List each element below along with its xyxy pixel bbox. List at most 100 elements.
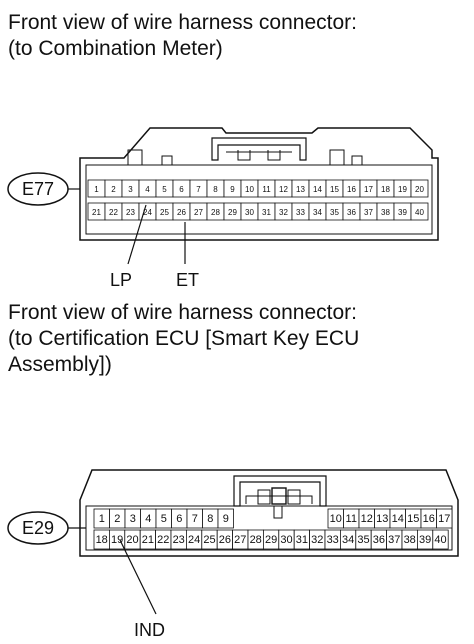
- pin-number: 1: [94, 185, 99, 194]
- pin-number: 17: [364, 185, 373, 194]
- pin-number: 26: [177, 208, 186, 217]
- pin-number: 21: [92, 208, 101, 217]
- pin-number: 2: [111, 185, 116, 194]
- connector-e29: [79, 469, 459, 557]
- pin-number: 31: [262, 208, 271, 217]
- signal-label-lp: LP: [110, 270, 132, 290]
- pin-number: 15: [407, 513, 419, 525]
- pin-number: 37: [388, 534, 400, 546]
- connector-e29-key: [287, 489, 301, 505]
- pin-number: 28: [250, 534, 262, 546]
- pin-number: 31: [296, 534, 308, 546]
- pin-number: 29: [228, 208, 237, 217]
- signal-label-ind: IND: [134, 620, 165, 640]
- pin-number: 16: [423, 513, 435, 525]
- pin-number: 20: [415, 185, 424, 194]
- caption-connector-e29: Front view of wire harness connector: (t…: [8, 300, 359, 378]
- connector-e77: [79, 127, 439, 241]
- pin-number: 9: [223, 513, 229, 525]
- connector-e77-tag: E77: [7, 172, 69, 206]
- pin-number: 12: [279, 185, 288, 194]
- pin-number: 3: [128, 185, 133, 194]
- pin-cell: [410, 179, 429, 198]
- pin-cell: [436, 508, 453, 529]
- pin-number: 15: [330, 185, 339, 194]
- pin-number: 34: [342, 534, 354, 546]
- pin-number: 2: [114, 513, 120, 525]
- pin-number: 36: [347, 208, 356, 217]
- pin-number: 28: [211, 208, 220, 217]
- connector-e77-id: E77: [22, 179, 54, 199]
- connector-e77-inner-frame: [85, 164, 433, 235]
- connector-e29-latch: [233, 475, 327, 507]
- pin-number: 24: [143, 208, 152, 217]
- pin-number: 17: [438, 513, 450, 525]
- pin-number: 26: [219, 534, 231, 546]
- pin-number: 1: [99, 513, 105, 525]
- pin-number: 25: [203, 534, 215, 546]
- pin-number: 23: [126, 208, 135, 217]
- pin-number: 38: [404, 534, 416, 546]
- pin-number: 18: [381, 185, 390, 194]
- pin-number: 33: [327, 534, 339, 546]
- pin-number: 11: [346, 513, 357, 525]
- pin-number: 14: [392, 513, 404, 525]
- pin-number: 23: [173, 534, 185, 546]
- pin-number: 27: [234, 534, 246, 546]
- connector-e77-housing: [79, 127, 439, 241]
- pin-number: 34: [313, 208, 322, 217]
- connector-e77-key: [127, 149, 143, 166]
- pin-number: 7: [192, 513, 198, 525]
- pin-number: 32: [311, 534, 323, 546]
- pin-number: 5: [161, 513, 167, 525]
- connector-e29-id: E29: [22, 518, 54, 538]
- pin-number: 8: [207, 513, 213, 525]
- pin-number: 20: [126, 534, 138, 546]
- pin-number: 30: [245, 208, 254, 217]
- pin-number: 5: [162, 185, 167, 194]
- pin-number: 19: [398, 185, 407, 194]
- pin-number: 40: [415, 208, 424, 217]
- connector-e29-housing: [79, 469, 459, 557]
- caption-line: Assembly]): [8, 353, 112, 376]
- leader-ind: [119, 539, 157, 615]
- pin-number: 29: [265, 534, 277, 546]
- pin-number: 37: [364, 208, 373, 217]
- pin-number: 25: [160, 208, 169, 217]
- caption-line: (to Combination Meter): [8, 37, 223, 60]
- pin-number: 6: [176, 513, 182, 525]
- pin-number: 11: [262, 185, 271, 194]
- pin-number: 22: [109, 208, 118, 217]
- caption-connector-e77: Front view of wire harness connector: (t…: [8, 10, 357, 62]
- pin-number: 24: [188, 534, 200, 546]
- pin-number: 16: [347, 185, 356, 194]
- leader-lp: [127, 204, 147, 265]
- connector-e29-tag: E29: [7, 511, 69, 545]
- pin-cell: [217, 508, 234, 529]
- pin-number: 38: [381, 208, 390, 217]
- pin-number: 8: [213, 185, 218, 194]
- connector-e77-latch: [211, 137, 307, 161]
- pin-number: 39: [419, 534, 431, 546]
- pin-number: 4: [145, 185, 150, 194]
- pin-number: 10: [245, 185, 254, 194]
- pin-number: 36: [373, 534, 385, 546]
- pin-number: 10: [330, 513, 342, 525]
- pin-number: 22: [157, 534, 169, 546]
- connector-e77-key: [329, 149, 345, 166]
- caption-line: (to Certification ECU [Smart Key ECU: [8, 327, 360, 350]
- pin-number: 13: [376, 513, 388, 525]
- pin-number: 35: [330, 208, 339, 217]
- pin-number: 14: [313, 185, 322, 194]
- pin-number: 12: [361, 513, 373, 525]
- caption-line: Front view of wire harness connector:: [8, 301, 357, 324]
- pin-number: 19: [111, 534, 123, 546]
- pin-number: 6: [179, 185, 184, 194]
- signal-label-et: ET: [176, 270, 199, 290]
- pin-number: 7: [196, 185, 201, 194]
- caption-line: Front view of wire harness connector:: [8, 11, 357, 34]
- pin-cell: [410, 202, 429, 221]
